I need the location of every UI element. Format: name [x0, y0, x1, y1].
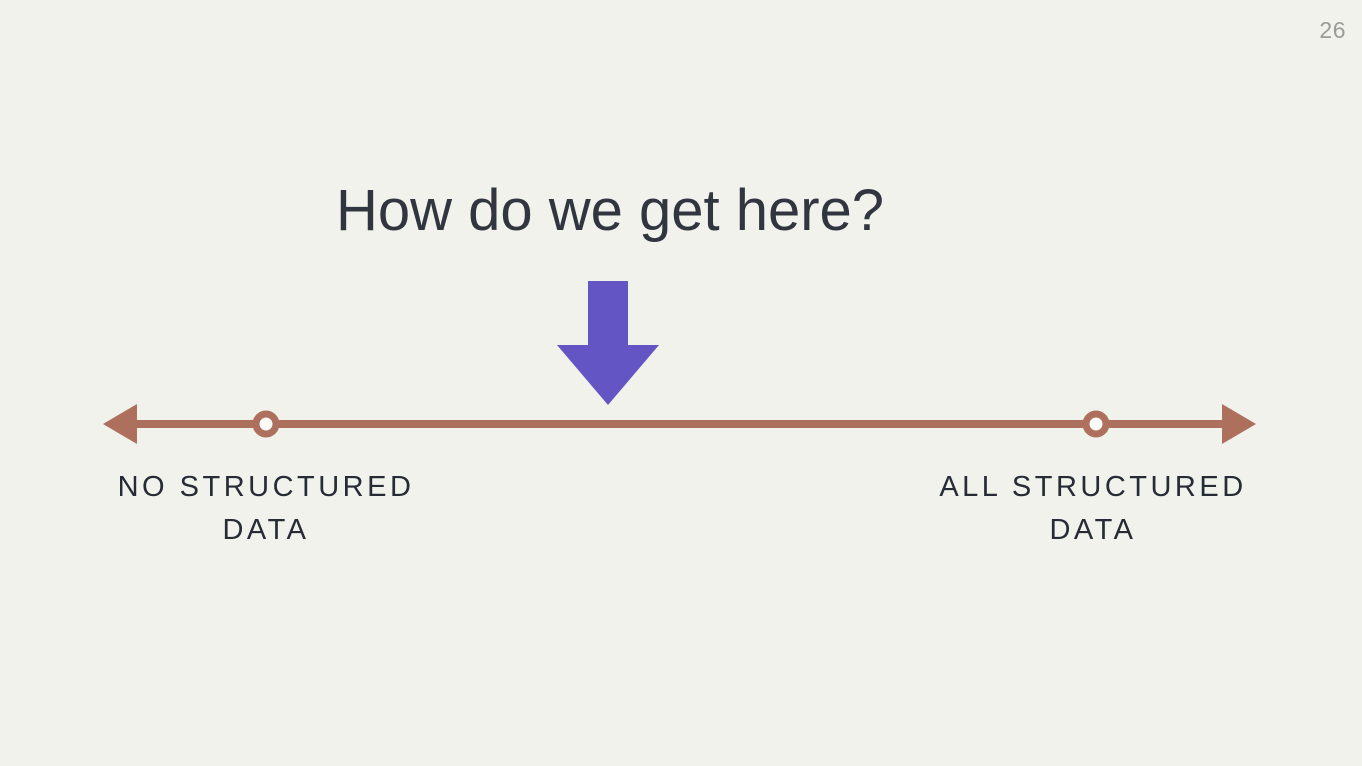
axis-left-arrowhead-icon: [103, 404, 137, 444]
axis-label-right-line2: DATA: [1049, 514, 1137, 546]
down-arrow-shape: [557, 281, 659, 405]
down-arrow-icon: [557, 281, 659, 405]
axis-marker-left: [252, 410, 280, 438]
axis-marker-right: [1082, 410, 1110, 438]
spectrum-axis: [103, 404, 1256, 444]
axis-label-left: NO STRUCTURED DATA: [66, 466, 466, 552]
axis-right-arrowhead-icon: [1222, 404, 1256, 444]
page-number: 26: [1319, 17, 1346, 43]
slide-title: How do we get here?: [335, 178, 885, 243]
axis-label-right: ALL STRUCTURED DATA: [893, 466, 1293, 552]
axis-label-left-line2: DATA: [222, 514, 310, 546]
axis-label-right-line1: ALL STRUCTURED: [939, 471, 1247, 503]
axis-label-left-line1: NO STRUCTURED: [117, 471, 415, 503]
